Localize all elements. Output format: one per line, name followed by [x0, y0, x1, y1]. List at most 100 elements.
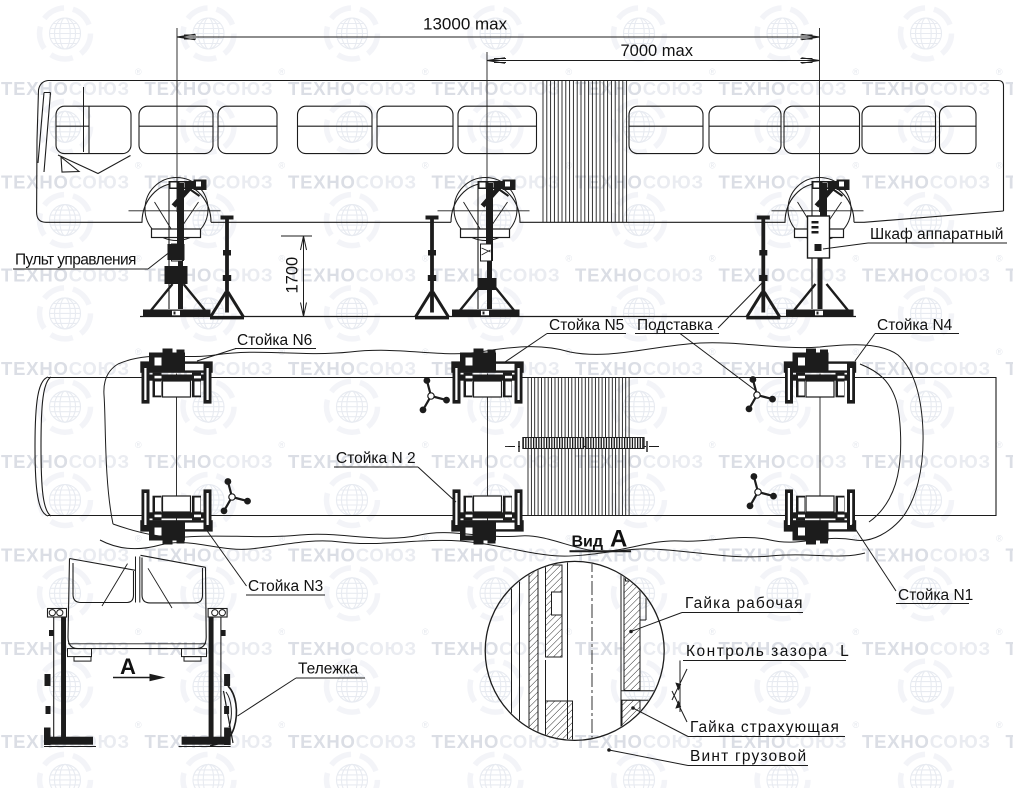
svg-text:ТЕХНОСОЮЗ: ТЕХНОСОЮЗ [432, 638, 561, 659]
svg-text:Вид: Вид [572, 534, 604, 551]
svg-text:®: ® [135, 720, 142, 730]
svg-text:®: ® [853, 254, 860, 264]
svg-text:®: ® [566, 160, 573, 170]
svg-text:ТЕХНОСОЮЗ: ТЕХНОСОЮЗ [1006, 638, 1013, 659]
svg-text:Винт грузовой: Винт грузовой [690, 748, 807, 765]
svg-text:®: ® [853, 440, 860, 450]
svg-text:Подставка: Подставка [637, 317, 713, 334]
svg-text:Стойка N 2: Стойка N 2 [336, 450, 416, 467]
svg-text:Стойка N4: Стойка N4 [877, 317, 953, 334]
svg-text:ТЕХНОСОЮЗ: ТЕХНОСОЮЗ [1006, 358, 1013, 379]
svg-text:®: ® [135, 67, 142, 77]
svg-text:ТЕХНОСОЮЗ: ТЕХНОСОЮЗ [719, 265, 848, 286]
svg-text:ТЕХНОСОЮЗ: ТЕХНОСОЮЗ [1, 265, 130, 286]
svg-text:®: ® [996, 254, 1003, 264]
svg-text:®: ® [566, 534, 573, 544]
svg-text:®: ® [853, 67, 860, 77]
svg-text:Стойка N6: Стойка N6 [237, 332, 312, 349]
svg-text:ТЕХНОСОЮЗ: ТЕХНОСОЮЗ [575, 358, 704, 379]
svg-text:®: ® [853, 160, 860, 170]
svg-text:®: ® [422, 534, 429, 544]
svg-text:®: ® [996, 440, 1003, 450]
svg-text:®: ® [422, 254, 429, 264]
svg-text:Пульт управления: Пульт управления [15, 252, 136, 269]
svg-text:®: ® [566, 67, 573, 77]
svg-text:®: ® [279, 534, 286, 544]
svg-text:®: ® [566, 254, 573, 264]
svg-text:®: ® [709, 534, 716, 544]
svg-text:®: ® [135, 160, 142, 170]
svg-text:®: ® [135, 627, 142, 637]
svg-text:Стойка N3: Стойка N3 [248, 578, 323, 595]
svg-text:®: ® [709, 67, 716, 77]
svg-text:®: ® [996, 160, 1003, 170]
svg-text:®: ® [853, 720, 860, 730]
svg-text:Гайка рабочая: Гайка рабочая [685, 595, 804, 612]
svg-text:®: ® [279, 67, 286, 77]
svg-text:®: ® [279, 347, 286, 357]
svg-text:Контроль зазора L: Контроль зазора L [686, 643, 850, 660]
svg-text:ТЕХНОСОЮЗ: ТЕХНОСОЮЗ [145, 78, 274, 99]
svg-text:®: ® [279, 160, 286, 170]
svg-text:®: ® [279, 627, 286, 637]
svg-text:ТЕХНОСОЮЗ: ТЕХНОСОЮЗ [432, 78, 561, 99]
svg-text:Тележка: Тележка [298, 661, 359, 678]
svg-text:®: ® [709, 254, 716, 264]
svg-text:ТЕХНОСОЮЗ: ТЕХНОСОЮЗ [1006, 451, 1013, 472]
svg-text:ТЕХНОСОЮЗ: ТЕХНОСОЮЗ [719, 78, 848, 99]
svg-text:®: ® [422, 347, 429, 357]
svg-text:®: ® [566, 627, 573, 637]
svg-text:ТЕХНОСОЮЗ: ТЕХНОСОЮЗ [288, 78, 417, 99]
svg-text:ТЕХНОСОЮЗ: ТЕХНОСОЮЗ [1, 171, 130, 192]
svg-text:®: ® [709, 627, 716, 637]
svg-text:ТЕХНОСОЮЗ: ТЕХНОСОЮЗ [862, 731, 991, 752]
svg-text:ТЕХНОСОЮЗ: ТЕХНОСОЮЗ [862, 358, 991, 379]
svg-text:ТЕХНОСОЮЗ: ТЕХНОСОЮЗ [719, 451, 848, 472]
svg-text:ТЕХНОСОЮЗ: ТЕХНОСОЮЗ [1, 78, 130, 99]
svg-text:®: ® [709, 347, 716, 357]
svg-text:ТЕХНОСОЮЗ: ТЕХНОСОЮЗ [862, 78, 991, 99]
svg-text:ТЕХНОСОЮЗ: ТЕХНОСОЮЗ [1006, 265, 1013, 286]
svg-text:А: А [120, 654, 136, 679]
svg-text:ТЕХНОСОЮЗ: ТЕХНОСОЮЗ [1006, 78, 1013, 99]
svg-text:ТЕХНОСОЮЗ: ТЕХНОСОЮЗ [145, 545, 274, 566]
svg-text:ТЕХНОСОЮЗ: ТЕХНОСОЮЗ [575, 265, 704, 286]
svg-text:ТЕХНОСОЮЗ: ТЕХНОСОЮЗ [1006, 731, 1013, 752]
svg-text:1700: 1700 [284, 257, 302, 294]
svg-text:ТЕХНОСОЮЗ: ТЕХНОСОЮЗ [575, 171, 704, 192]
svg-text:®: ® [996, 720, 1003, 730]
svg-text:®: ® [996, 347, 1003, 357]
svg-text:ТЕХНОСОЮЗ: ТЕХНОСОЮЗ [432, 545, 561, 566]
svg-text:ТЕХНОСОЮЗ: ТЕХНОСОЮЗ [145, 265, 274, 286]
svg-text:ТЕХНОСОЮЗ: ТЕХНОСОЮЗ [575, 451, 704, 472]
svg-text:ТЕХНОСОЮЗ: ТЕХНОСОЮЗ [1, 545, 130, 566]
svg-text:®: ® [709, 160, 716, 170]
svg-text:®: ® [996, 67, 1003, 77]
svg-text:ТЕХНОСОЮЗ: ТЕХНОСОЮЗ [862, 451, 991, 472]
svg-text:ТЕХНОСОЮЗ: ТЕХНОСОЮЗ [145, 451, 274, 472]
svg-text:®: ® [279, 440, 286, 450]
svg-text:ТЕХНОСОЮЗ: ТЕХНОСОЮЗ [862, 638, 991, 659]
svg-text:®: ® [853, 347, 860, 357]
svg-text:ТЕХНОСОЮЗ: ТЕХНОСОЮЗ [288, 638, 417, 659]
svg-text:®: ® [279, 720, 286, 730]
svg-text:Гайка страхующая: Гайка страхующая [690, 719, 840, 736]
svg-text:13000 max: 13000 max [423, 15, 508, 34]
svg-text:Стойка N1: Стойка N1 [898, 587, 973, 604]
svg-text:ТЕХНОСОЮЗ: ТЕХНОСОЮЗ [862, 545, 991, 566]
svg-text:ТЕХНОСОЮЗ: ТЕХНОСОЮЗ [288, 545, 417, 566]
svg-text:®: ® [996, 627, 1003, 637]
svg-text:ТЕХНОСОЮЗ: ТЕХНОСОЮЗ [862, 171, 991, 192]
svg-text:ТЕХНОСОЮЗ: ТЕХНОСОЮЗ [432, 731, 561, 752]
svg-text:ТЕХНОСОЮЗ: ТЕХНОСОЮЗ [719, 638, 848, 659]
svg-text:Стойка N5: Стойка N5 [549, 317, 624, 334]
svg-text:ТЕХНОСОЮЗ: ТЕХНОСОЮЗ [1006, 545, 1013, 566]
svg-text:ТЕХНОСОЮЗ: ТЕХНОСОЮЗ [288, 265, 417, 286]
svg-text:7000 max: 7000 max [621, 42, 694, 60]
svg-text:®: ® [135, 440, 142, 450]
svg-text:®: ® [422, 627, 429, 637]
svg-text:ТЕХНОСОЮЗ: ТЕХНОСОЮЗ [145, 171, 274, 192]
svg-text:®: ® [422, 160, 429, 170]
svg-text:®: ® [853, 627, 860, 637]
svg-text:®: ® [853, 534, 860, 544]
